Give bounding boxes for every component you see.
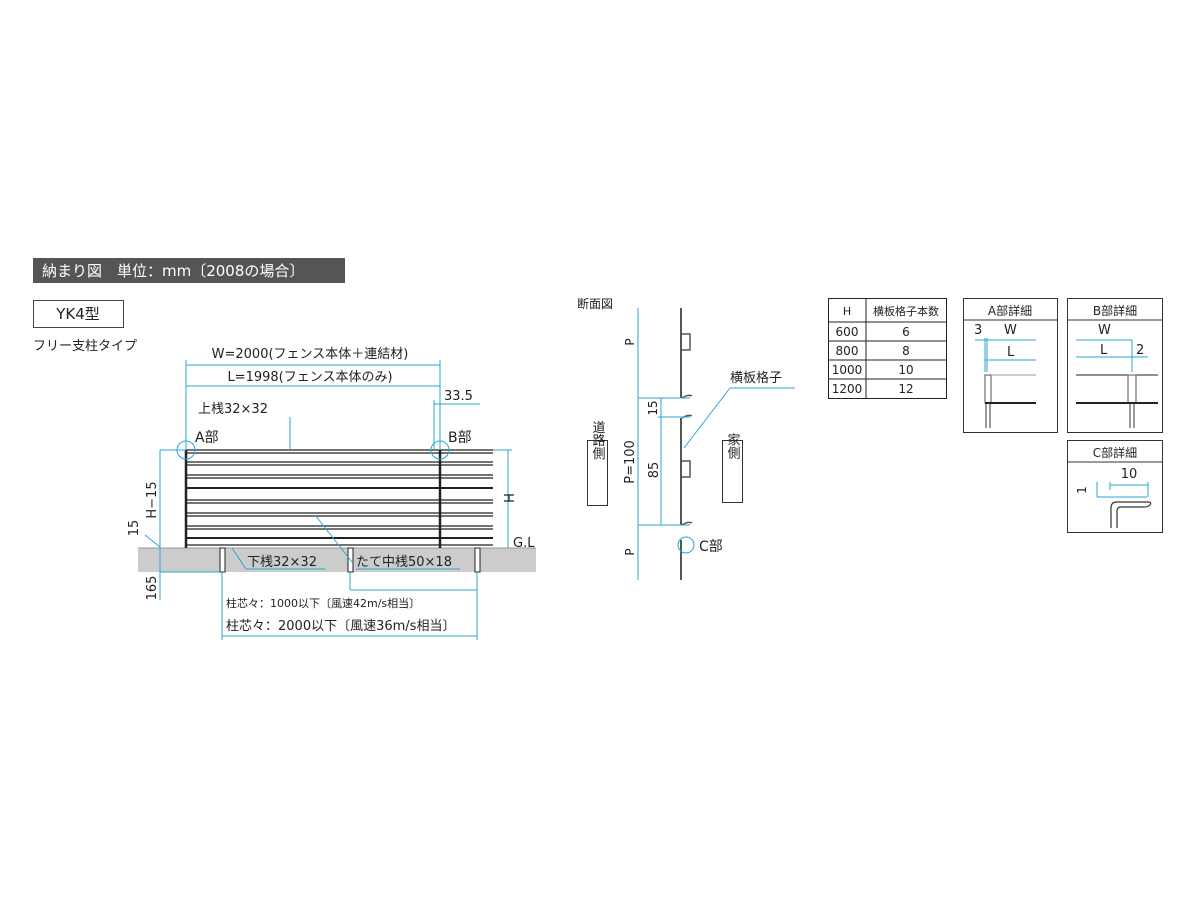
w-dimension: W=2000(フェンス本体＋連結材): [212, 347, 409, 362]
table-header-h: H: [843, 305, 851, 318]
header-bar: [33, 258, 345, 283]
table-cell: 1000: [832, 363, 863, 377]
detail-b: B部詳細 W L 2: [1067, 298, 1163, 433]
model-box: [33, 300, 124, 328]
slat-label: 横板格子: [730, 370, 782, 386]
table-cell: 12: [898, 382, 913, 396]
table-cell: 10: [898, 363, 913, 377]
detail-b-w: W: [1098, 323, 1111, 338]
ground: [138, 548, 536, 572]
house-side-label: 家側: [725, 432, 741, 459]
table-cell: 800: [836, 344, 859, 358]
table-cell: 8: [902, 344, 910, 358]
span-2000-label: 柱芯々：2000以下〔風速36m/s相当〕: [226, 619, 455, 634]
table-cell: 1200: [832, 382, 863, 396]
header-title: 納まり図 単位：mm〔2008の場合〕: [42, 262, 304, 280]
detail-a-title: A部詳細: [988, 303, 1032, 318]
detail-b-l: L: [1100, 343, 1108, 358]
detail-c-title: C部詳細: [1093, 445, 1137, 460]
top-rail-label: 上桟32×32: [198, 402, 268, 417]
part-b-label: B部: [448, 430, 472, 446]
slats: [186, 449, 493, 546]
gl-label: G.L: [513, 536, 535, 551]
detail-b-2: 2: [1136, 343, 1144, 358]
p-bottom-label: P: [623, 548, 637, 555]
detail-a-w: W: [1004, 323, 1017, 338]
house-side-box: [722, 440, 743, 503]
bottom-rail-label: 下桟32×32: [247, 555, 317, 570]
road-side-box: [587, 440, 608, 506]
detail-c-1: 1: [1075, 486, 1089, 494]
detail-a: A部詳細 3 W L: [963, 298, 1058, 433]
front-view: W=2000(フェンス本体＋連結材) L=1998(フェンス本体のみ) 33.5…: [127, 347, 536, 640]
part-c-marker: [677, 536, 695, 554]
gap-label: 15: [646, 400, 660, 415]
gap-label: 15: [127, 520, 142, 537]
span-1000-label: 柱芯々：1000以下〔風速42m/s相当〕: [226, 596, 420, 610]
p-top-label: P: [623, 338, 637, 345]
detail-a-3: 3: [974, 323, 982, 338]
detail-a-l: L: [1007, 345, 1015, 360]
detail-c-10: 10: [1121, 467, 1138, 482]
h-label: H: [500, 493, 515, 503]
mid-post-label: たて中桟50×18: [356, 555, 452, 570]
h-minus-label: H−15: [145, 481, 160, 518]
model-type: フリー支柱タイプ: [33, 339, 137, 354]
embed-label: 165: [145, 576, 160, 601]
part-a-label: A部: [195, 430, 219, 446]
slat-dim-label: 85: [647, 462, 662, 479]
table-cell: 6: [902, 325, 910, 339]
section-title: 断面図: [577, 296, 613, 311]
offset-dimension: 33.5: [444, 389, 473, 404]
detail-c: C部詳細 10 1: [1067, 440, 1163, 533]
model-name: YK4型: [55, 305, 100, 323]
slat-count-table: [828, 298, 947, 399]
section-view: 断面図 P P P=100 15 85 横板格子 道路側 家側 C部: [577, 296, 795, 580]
detail-b-title: B部詳細: [1093, 303, 1137, 318]
l-dimension: L=1998(フェンス本体のみ): [227, 370, 392, 385]
pitch-label: P=100: [623, 440, 638, 484]
table-cell: 600: [836, 325, 859, 339]
part-c-label: C部: [699, 539, 723, 555]
road-side-label: 道路側: [590, 421, 606, 460]
table-header-count: 横板格子本数: [873, 304, 939, 318]
dimension-lines: [144, 360, 512, 640]
